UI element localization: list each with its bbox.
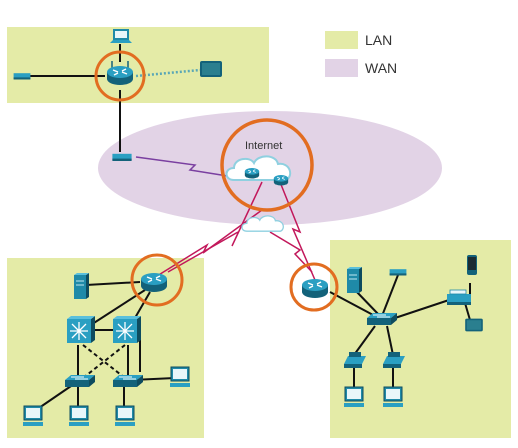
access-switch-icon-br <box>366 312 398 326</box>
internet-label: Internet <box>245 140 282 152</box>
access-switch-icon-1 <box>64 374 96 388</box>
multilayer-switch-icon-2 <box>112 315 142 344</box>
highlight-ring-wireless-router <box>94 50 146 102</box>
tablet-icon <box>200 61 222 77</box>
internet-router-icon-1 <box>244 167 260 179</box>
server-icon <box>73 272 90 300</box>
tablet-icon-br <box>465 318 483 332</box>
pc-icon-bl-2 <box>68 405 90 427</box>
edge-router-icon-left <box>140 272 168 293</box>
modem-icon-br <box>389 269 407 276</box>
pc-icon-bl-1 <box>22 405 44 427</box>
bottom-right-lan-links <box>329 274 471 390</box>
multilayer-switch-icon-1 <box>66 315 96 344</box>
legend-lan-swatch <box>325 31 358 49</box>
highlight-ring-internet <box>220 118 314 212</box>
pc-icon-bl-3 <box>114 405 136 427</box>
edge-router-icon-right <box>301 278 329 299</box>
access-switch-icon-2 <box>112 374 144 388</box>
internet-router-icon-2 <box>273 174 289 186</box>
highlight-ring-edge-router-left <box>130 253 184 307</box>
wireless-router-icon <box>106 61 134 86</box>
server-icon-br <box>346 266 363 294</box>
mobile-phone-icon <box>467 255 477 275</box>
highlight-ring-edge-router-right <box>289 262 339 312</box>
modem-icon <box>13 73 31 80</box>
pc-icon-br-2 <box>382 386 404 408</box>
legend-lan-label: LAN <box>365 32 392 48</box>
wan-links <box>135 156 316 281</box>
legend-wan-swatch <box>325 59 358 77</box>
dsl-modem-icon <box>112 153 132 161</box>
laptop-icon <box>110 29 132 43</box>
pc-icon-bl-4 <box>169 366 191 388</box>
legend-wan-label: WAN <box>365 60 397 76</box>
pc-icon-br-1 <box>343 386 365 408</box>
